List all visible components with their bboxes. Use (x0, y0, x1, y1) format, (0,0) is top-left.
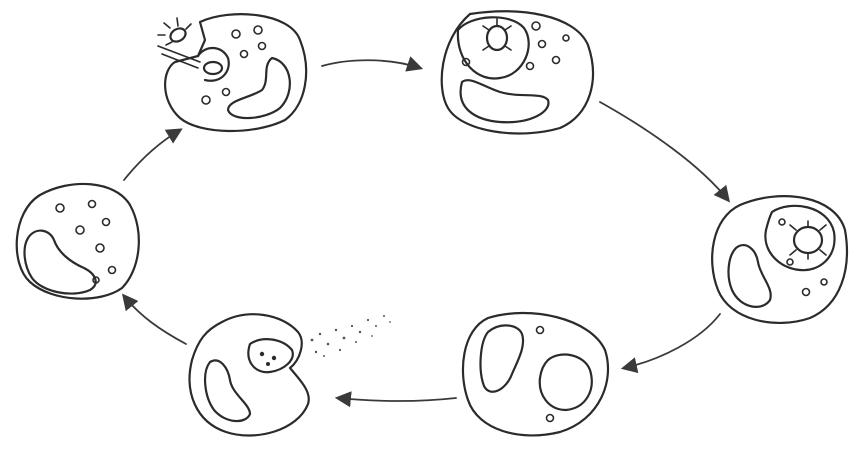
residual-body (540, 355, 592, 410)
cell-engulfing-bacterium (158, 14, 306, 131)
nucleus (461, 80, 549, 122)
arrow-exocytosis-to-resting (124, 296, 186, 344)
nucleus (729, 245, 771, 307)
nucleus (205, 360, 250, 421)
released-debris (311, 315, 391, 357)
cell-exocytosis (190, 314, 391, 435)
bacterium-icon (168, 26, 188, 44)
cell-with-phagosome (442, 11, 593, 133)
cell-resting (17, 184, 139, 299)
arrow-resting-to-engulf (124, 130, 180, 180)
arrow-phagolysosome-to-digestion (624, 314, 720, 368)
engulfed-bacterium-icon (487, 26, 507, 50)
arrow-digestion-to-exocytosis (338, 398, 456, 401)
cell-with-phagolysosome (712, 196, 847, 323)
arrow-phagosome-to-phagolysosome (600, 102, 728, 200)
nucleus (481, 325, 524, 391)
arrow-engulf-to-phagosome (322, 60, 420, 68)
nucleus (25, 231, 96, 294)
digesting-bacterium-icon (794, 227, 822, 253)
nucleus (228, 58, 290, 118)
bacterium-icon (204, 62, 222, 74)
cell-digesting (463, 313, 608, 435)
